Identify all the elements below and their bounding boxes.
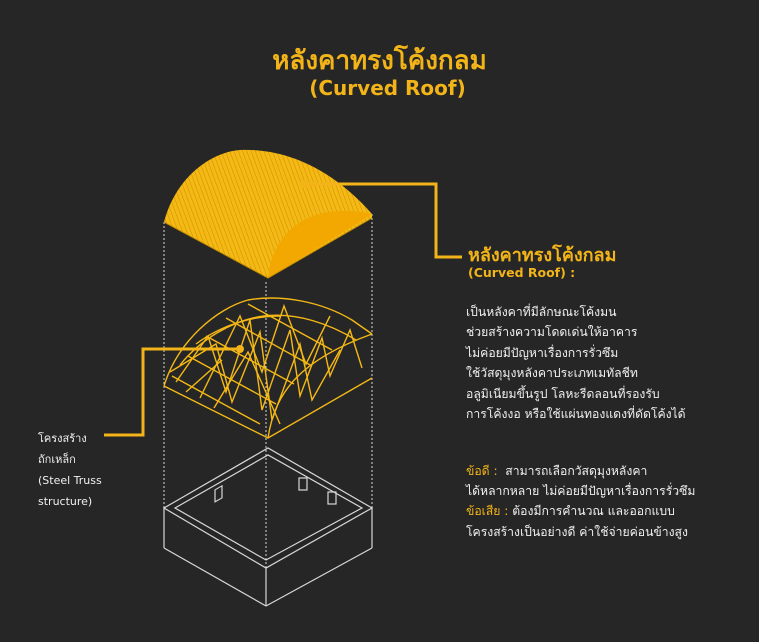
truss-label-line: ถักเหล็ก xyxy=(38,453,76,466)
callout-heading-english: (Curved Roof) : xyxy=(468,265,576,280)
description-line: ไม่ค่อยมีปัญหาเรื่องการรั่วซึม xyxy=(466,345,619,360)
truss-callout-line xyxy=(104,347,240,437)
roof-callout-line xyxy=(304,182,462,259)
page-title: หลังคาทรงโค้งกลม xyxy=(272,46,487,76)
truss-label-line: โครงสร้าง xyxy=(38,432,87,445)
steel-truss xyxy=(163,297,373,439)
pros-label: ข้อดี : xyxy=(466,464,498,478)
pros-line: ข้อดี : สามารถเลือกวัสดุมุงหลังคา xyxy=(466,461,695,481)
pros-cons: ข้อดี : สามารถเลือกวัสดุมุงหลังคา ได้หลา… xyxy=(466,461,695,542)
truss-label-line: structure) xyxy=(38,495,93,508)
cons-label: ข้อเสีย : xyxy=(466,504,509,519)
description-line: การโค้งงอ หรือใช้แผ่นทองแดงที่ดัดโค้งได้ xyxy=(466,406,686,421)
guide-lines xyxy=(163,214,373,600)
callout-description: เป็นหลังคาที่มีลักษณะโค้งมน ช่วยสร้างควา… xyxy=(466,302,686,424)
page-subtitle: (Curved Roof) xyxy=(309,76,466,100)
callout-heading-thai: หลังคาทรงโค้งกลม xyxy=(468,245,617,266)
truss-label: โครงสร้าง ถักเหล็ก (Steel Truss structur… xyxy=(38,428,102,512)
description-line: อลูมิเนียมขึ้นรูป โลหะรีดลอนที่รองรับ xyxy=(466,386,660,401)
cons-text: ต้องมีการคำนวณ และออกแบบ xyxy=(512,504,675,519)
truss-callout-dot xyxy=(236,345,244,353)
truss-label-line: (Steel Truss xyxy=(38,474,102,487)
cons-line: ข้อเสีย : ต้องมีการคำนวณ และออกแบบ xyxy=(466,501,695,521)
pros-text: สามารถเลือกวัสดุมุงหลังคา xyxy=(505,464,648,478)
cons-line: โครงสร้างเป็นอย่างดี ค่าใช้จ่ายค่อนข้างส… xyxy=(466,524,688,539)
roof-callout-dot xyxy=(300,180,308,188)
building-base xyxy=(162,447,374,607)
pros-line: ได้หลากหลาย ไม่ค่อยมีปัญหาเรื่องการรั่วซ… xyxy=(466,484,696,499)
description-line: เป็นหลังคาที่มีลักษณะโค้งมน xyxy=(466,305,617,319)
curved-roof xyxy=(163,149,373,279)
description-line: ช่วยสร้างความโดดเด่นให้อาคาร xyxy=(466,325,638,340)
description-line: ใช้วัสดุมุงหลังคาประเภทเมทัลชีท xyxy=(466,366,638,381)
